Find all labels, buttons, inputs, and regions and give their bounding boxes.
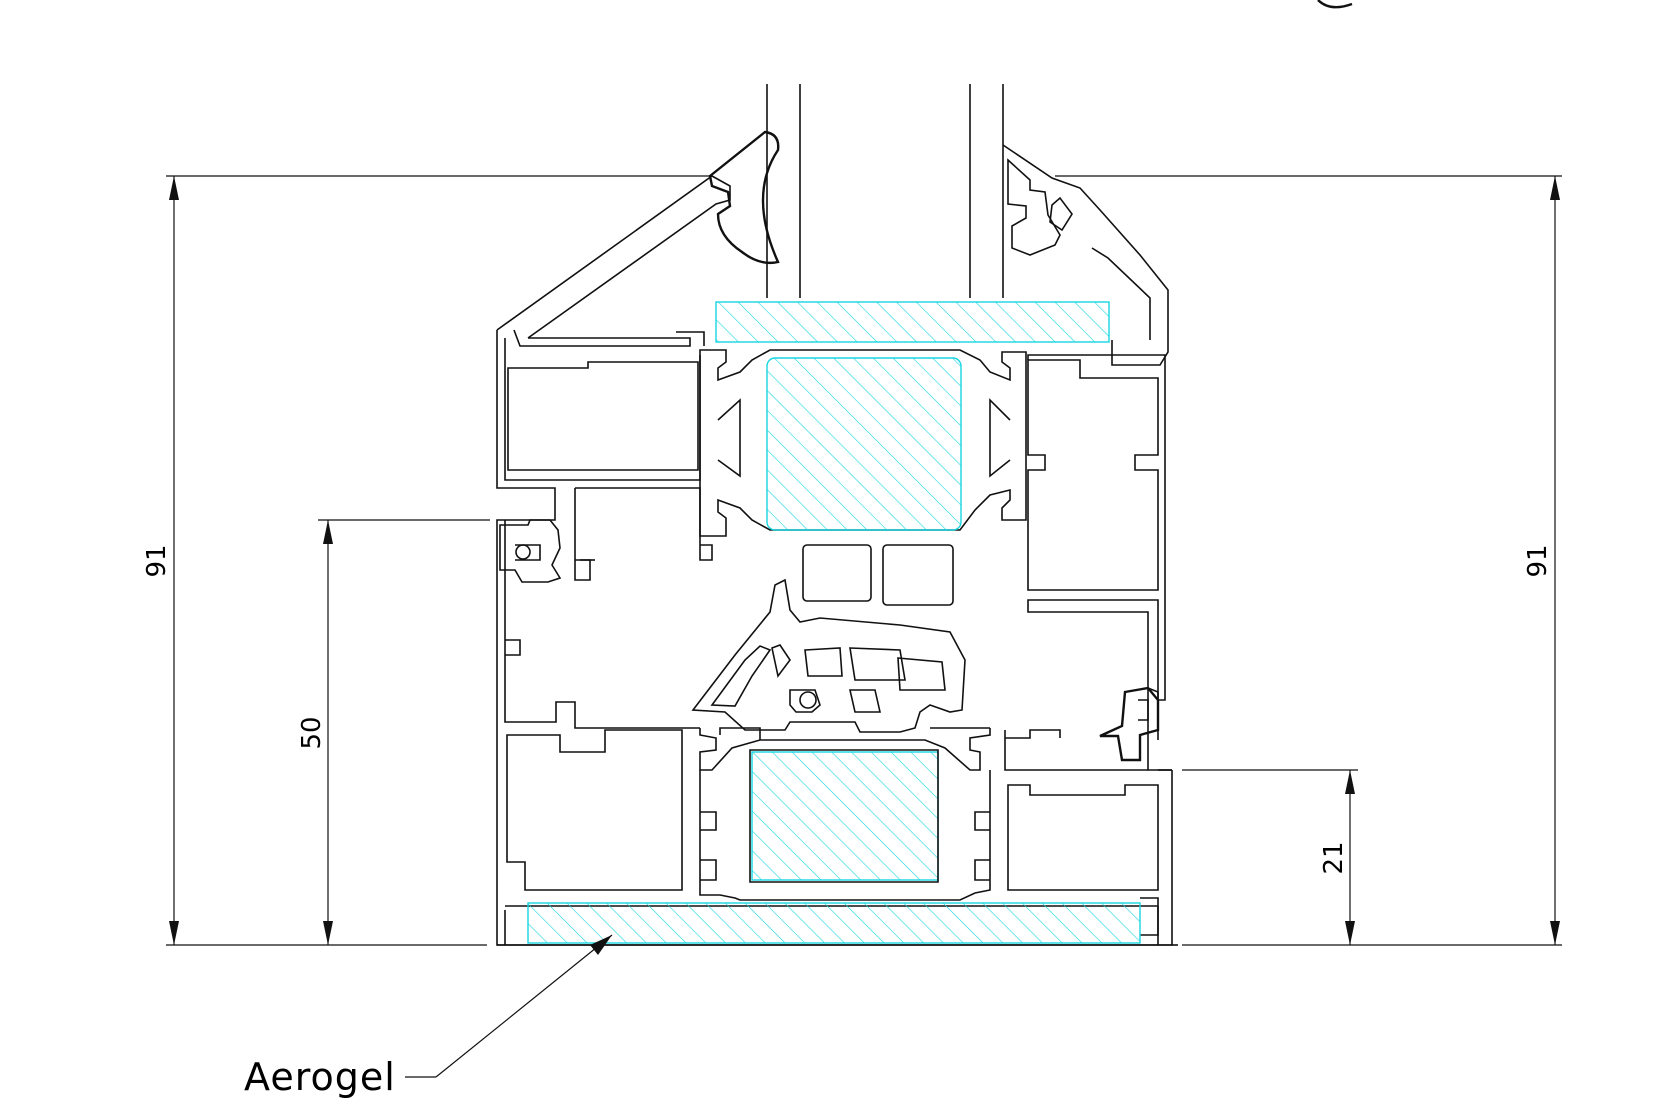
dimension-label-right-height: 91: [1523, 544, 1553, 577]
dimension-bottom-21: [1182, 769, 1358, 945]
glazing-gasket-left: [708, 130, 780, 265]
thermal-break-sash: [691, 578, 966, 733]
aerogel-label: Aerogel: [244, 1055, 396, 1099]
left-seal-gasket: [499, 519, 562, 583]
chamber-upper-left: [507, 361, 699, 471]
dimension-label-inner-height: 50: [297, 716, 327, 749]
aerogel-leader: [405, 934, 613, 1078]
chamber-mid-right: [882, 544, 954, 606]
upper-center-profile: [699, 349, 1027, 537]
dimension-label-bottom-offset: 21: [1319, 841, 1349, 874]
insulation-strip-top: [715, 301, 1110, 343]
chamber-upper-right: [1027, 359, 1159, 591]
top-edge-fragment: [1317, 0, 1353, 9]
right-seal-gasket: [1099, 686, 1160, 762]
left-middle-wall: [504, 487, 713, 729]
dimension-left-91: [166, 175, 710, 946]
chamber-lower-right: [1004, 729, 1172, 936]
chamber-mid-left: [802, 544, 872, 602]
glazing-bead-right: [1002, 144, 1169, 366]
dimension-inner-50: [318, 519, 490, 945]
dimension-label-left-height: 91: [142, 544, 172, 577]
insulation-strip-bottom: [527, 902, 1141, 944]
lower-center-profile: [699, 727, 991, 901]
chamber-lower-left: [506, 729, 683, 891]
glazing-bead-left: [496, 175, 731, 347]
frame-right-wall: [1027, 354, 1172, 771]
dimension-right-91: [1055, 175, 1562, 946]
glass-panes: [766, 84, 1004, 298]
